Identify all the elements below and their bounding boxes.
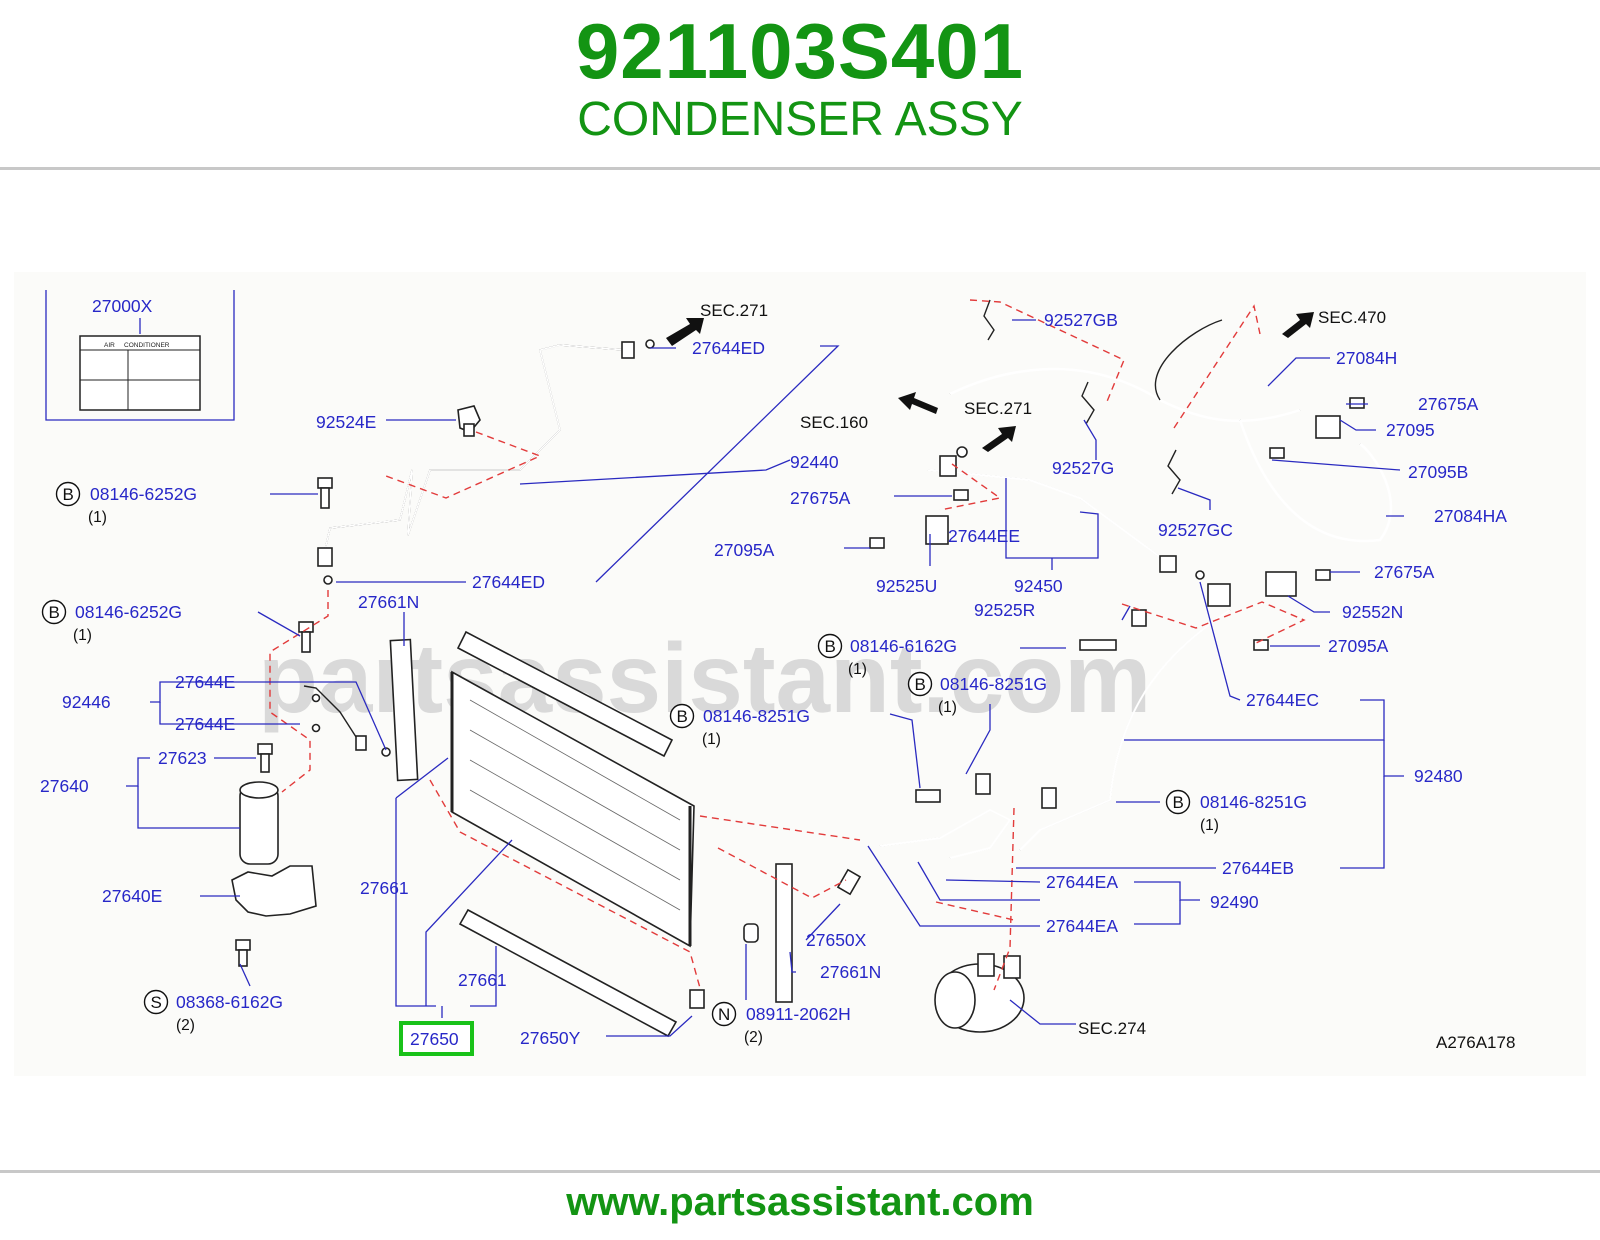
quantity: (2) <box>744 1029 763 1046</box>
part-callout[interactable]: 27650Y <box>520 1028 581 1048</box>
part-callout[interactable]: 08146-6252G <box>75 602 182 622</box>
part-callout[interactable]: 27644EA <box>1046 872 1118 892</box>
part-callout[interactable]: 92440 <box>790 452 839 472</box>
site-url[interactable]: www.partsassistant.com <box>566 1180 1034 1224</box>
quantity: (1) <box>702 731 721 748</box>
badge-b: B <box>49 603 60 622</box>
svg-text:CONDITIONER: CONDITIONER <box>124 342 170 349</box>
badge-s: S <box>151 993 162 1012</box>
quantity: (1) <box>848 661 867 678</box>
part-callout[interactable]: 08911-2062H <box>746 1004 851 1024</box>
highlight-box <box>399 1021 474 1056</box>
part-callout[interactable]: 08146-8251G <box>940 674 1047 694</box>
dashed-assembly-lines <box>269 299 1306 991</box>
part-callout[interactable]: 92552N <box>1342 602 1403 622</box>
part-callout[interactable]: 27084H <box>1336 348 1397 368</box>
diagram-canvas: partsassistant.com AIR CONDITIONER <box>40 290 1515 1056</box>
badge-b: B <box>63 485 74 504</box>
part-callout[interactable]: 08368-6162G <box>176 992 283 1012</box>
part-callout[interactable]: 27000X <box>92 296 153 316</box>
pipe-92440 <box>317 339 655 585</box>
part-callout[interactable]: 92450 <box>1014 576 1063 596</box>
part-callout[interactable]: 27675A <box>1418 394 1479 414</box>
part-callout[interactable]: 92527GB <box>1044 310 1118 330</box>
quantity: (1) <box>88 509 107 526</box>
pipe-92450-group <box>869 446 1205 580</box>
part-callout[interactable]: 08146-8251G <box>703 706 810 726</box>
arrow-icon <box>666 312 1314 452</box>
part-callout[interactable]: 27644E <box>175 714 235 734</box>
leader-lines <box>126 319 1404 1037</box>
footer-divider <box>0 1170 1600 1173</box>
part-callout[interactable]: 92525R <box>974 600 1035 620</box>
part-callout[interactable]: 92480 <box>1414 766 1463 786</box>
section-ref[interactable]: SEC.274 <box>1078 1019 1146 1038</box>
ac-label-icon <box>79 335 201 411</box>
hose-27084H <box>949 299 1393 543</box>
parts-diagram: partsassistant.com AIR CONDITIONER <box>14 272 1586 1076</box>
svg-text:AIR: AIR <box>104 342 115 349</box>
part-callout[interactable]: 27640E <box>102 886 162 906</box>
part-callout[interactable]: 27084HA <box>1434 506 1507 526</box>
compressor-icon <box>934 953 1025 1033</box>
label-box-group: AIR CONDITIONER <box>45 290 235 421</box>
part-callout[interactable]: 92527G <box>1052 458 1114 478</box>
part-callout[interactable]: 27675A <box>1374 562 1435 582</box>
part-callout[interactable]: 27644EE <box>948 526 1020 546</box>
part-callout[interactable]: 92446 <box>62 692 111 712</box>
section-ref[interactable]: SEC.271 <box>700 301 768 320</box>
part-callout[interactable]: 92525U <box>876 576 937 596</box>
part-callout[interactable]: 27644ED <box>692 338 765 358</box>
section-ref[interactable]: SEC.470 <box>1318 308 1386 327</box>
clamp-92524E <box>457 405 481 437</box>
part-callout[interactable]: 92527GC <box>1158 520 1233 540</box>
section-ref[interactable]: SEC.160 <box>800 413 868 432</box>
highlighted-part-callout[interactable]: 27650 <box>410 1029 459 1049</box>
section-ref[interactable]: SEC.271 <box>964 399 1032 418</box>
part-callout[interactable]: 92490 <box>1210 892 1259 912</box>
part-callout[interactable]: 27095A <box>1328 636 1389 656</box>
part-callout[interactable]: 08146-8251G <box>1200 792 1307 812</box>
part-callout[interactable]: 27661 <box>360 878 409 898</box>
part-callout[interactable]: 27644EB <box>1222 858 1294 878</box>
condenser-27650 <box>389 630 862 1038</box>
badge-b: B <box>1173 793 1184 812</box>
part-callout[interactable]: 27644EC <box>1246 690 1319 710</box>
part-callout[interactable]: 27095B <box>1408 462 1468 482</box>
quantity: (1) <box>73 627 92 644</box>
badge-b: B <box>677 707 688 726</box>
part-callout[interactable]: 27644ED <box>472 572 545 592</box>
part-callout[interactable]: 27644EA <box>1046 916 1118 936</box>
quantity: (1) <box>938 699 957 716</box>
badge-b: B <box>915 675 926 694</box>
part-callout[interactable]: 27095 <box>1386 420 1435 440</box>
figure-code: A276A178 <box>1436 1033 1515 1052</box>
part-callout[interactable]: 27095A <box>714 540 775 560</box>
part-number: 921103S401 <box>575 7 1025 95</box>
part-callouts: 27000X 27644ED 92524E 92440 08146-6252G … <box>40 296 1507 1056</box>
part-callout[interactable]: 27661 <box>458 970 507 990</box>
page-header: 921103S401 CONDENSER ASSY <box>0 0 1600 168</box>
receiver-drier-27640 <box>231 685 391 917</box>
pipe-92490 <box>879 773 1057 859</box>
part-name: CONDENSER ASSY <box>577 93 1023 146</box>
badge-b: B <box>825 637 836 656</box>
badge-n: N <box>718 1005 730 1024</box>
part-callout[interactable]: 27661N <box>358 592 419 612</box>
part-callout[interactable]: 27675A <box>790 488 851 508</box>
part-callout[interactable]: 27640 <box>40 776 89 796</box>
badges: B B S N B B B B <box>41 481 1191 1027</box>
quantity: (1) <box>1200 817 1219 834</box>
quantity: (2) <box>176 1017 195 1034</box>
part-callout[interactable]: 08146-6252G <box>90 484 197 504</box>
part-callout[interactable]: 27650X <box>806 930 867 950</box>
pipe-92480 <box>1019 569 1331 851</box>
part-callout[interactable]: 27644E <box>175 672 235 692</box>
part-callout[interactable]: 27623 <box>158 748 207 768</box>
part-callout[interactable]: 08146-6162G <box>850 636 957 656</box>
header-divider <box>0 167 1600 170</box>
part-callout[interactable]: 92524E <box>316 412 376 432</box>
part-callout[interactable]: 27661N <box>820 962 881 982</box>
bolt-icon <box>235 477 333 967</box>
